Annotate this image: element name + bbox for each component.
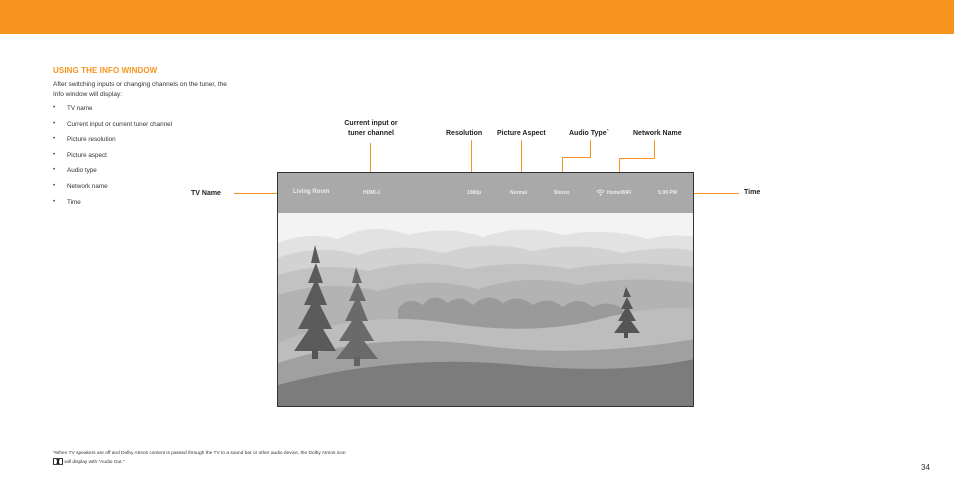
callout-current-input-line1: Current input or xyxy=(344,120,398,127)
footnote: *When TV speakers are off and Dolby Atmo… xyxy=(53,450,353,467)
wifi-icon xyxy=(596,189,605,196)
callout-network-name: Network Name xyxy=(633,130,682,137)
section-title: USING THE INFO WINDOW xyxy=(53,66,158,75)
callout-audio-type: Audio Type` xyxy=(569,130,609,137)
list-item: Picture aspect xyxy=(53,148,172,164)
info-window-bar: Living Room HDMI-1 1080p Normal Stereo H… xyxy=(278,173,693,213)
leader-line-tv-name xyxy=(234,193,289,194)
list-item: TV name xyxy=(53,101,172,117)
leader-line-network-a xyxy=(654,140,655,158)
leader-line-picture-aspect xyxy=(521,140,522,185)
info-audio: Stereo xyxy=(554,190,570,196)
list-item: Current input or current tuner channel xyxy=(53,117,172,133)
callout-current-input-line2: tuner channel xyxy=(348,130,394,137)
page-number: 34 xyxy=(921,463,930,472)
info-resolution: 1080p xyxy=(467,190,482,196)
header-bar xyxy=(0,0,954,34)
leader-line-time xyxy=(684,193,739,194)
callout-tv-name: TV Name xyxy=(191,190,221,197)
info-input: HDMI-1 xyxy=(363,190,381,196)
list-item: Time xyxy=(53,195,172,211)
intro-text: After switching inputs or changing chann… xyxy=(53,81,227,98)
callout-resolution: Resolution xyxy=(446,130,483,137)
feature-list: TV name Current input or current tuner c… xyxy=(53,101,172,210)
dolby-atmos-icon xyxy=(53,458,63,465)
info-time: 5:00 PM xyxy=(658,190,677,196)
callout-current-input: Current input or tuner channel xyxy=(336,119,406,139)
landscape-illustration xyxy=(278,213,693,406)
list-item: Network name xyxy=(53,179,172,195)
leader-line-audio-type-c xyxy=(562,157,563,185)
callout-picture-aspect: Picture Aspect xyxy=(497,130,546,137)
list-item: Picture resolution xyxy=(53,132,172,148)
list-item: Audio type xyxy=(53,163,172,179)
leader-line-audio-type-b xyxy=(562,157,591,158)
tv-screen: Living Room HDMI-1 1080p Normal Stereo H… xyxy=(277,172,694,407)
leader-line-network-b xyxy=(619,158,655,159)
leader-line-current-input xyxy=(370,143,371,185)
footnote-text-2: will display with "Audio Out." xyxy=(64,459,125,465)
info-network: HomeWiFi xyxy=(607,190,632,196)
callout-time: Time xyxy=(744,189,761,196)
leader-line-audio-type-a xyxy=(590,140,591,157)
footnote-text-1: *When TV speakers are off and Dolby Atmo… xyxy=(53,451,346,456)
leader-line-resolution xyxy=(471,140,472,185)
leader-line-network-c xyxy=(619,158,620,185)
info-aspect: Normal xyxy=(510,190,528,196)
info-tv-name: Living Room xyxy=(293,189,330,195)
